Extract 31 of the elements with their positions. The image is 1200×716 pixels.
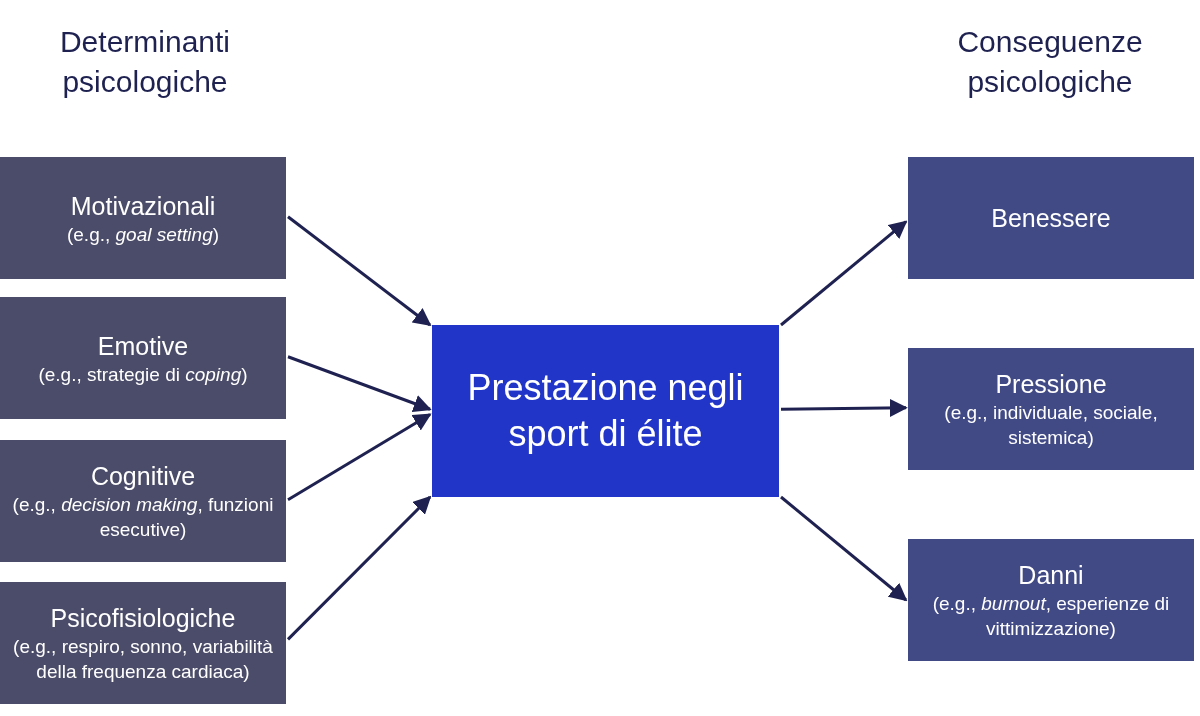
arrow — [287, 355, 432, 413]
arrow — [780, 399, 908, 417]
category-box — [0, 440, 286, 562]
column-heading: Conseguenze psicologiche — [956, 24, 1144, 100]
category-box — [908, 157, 1194, 279]
category-box — [0, 582, 286, 704]
box-title: Danni — [1018, 560, 1084, 591]
category-box — [0, 297, 286, 419]
box-description: (e.g., individuale, sociale, sistemica) — [943, 401, 1159, 450]
arrow — [780, 495, 908, 602]
category-box — [0, 157, 286, 279]
column-heading: Determinanti psicologiche — [58, 24, 232, 100]
arrow — [286, 495, 432, 641]
arrow — [287, 215, 432, 327]
arrow — [780, 220, 908, 327]
box-title: Cognitive — [90, 461, 196, 492]
box-title: Emotive — [97, 330, 189, 362]
box-description: (e.g., respiro, sonno, variabilità della frequenza cardiaca) — [12, 635, 274, 684]
box-description: (e.g., burnout, esperienze di vittimizzazione) — [931, 592, 1171, 641]
box-title: Pressione — [995, 369, 1107, 400]
category-box — [908, 348, 1194, 470]
box-title: Motivazionali — [70, 190, 216, 222]
box-description: (e.g., strategie di coping) — [38, 362, 248, 387]
box-title: Psicofisiologiche — [50, 603, 236, 634]
box-description: (e.g., goal setting) — [66, 222, 220, 247]
arrow — [287, 413, 432, 502]
box-title: Benessere — [991, 203, 1111, 234]
box-title: Prestazione negli sport di élite — [466, 366, 745, 456]
central-box — [432, 325, 779, 497]
category-box — [908, 539, 1194, 661]
box-description: (e.g., decision making, funzioni esecutive) — [12, 493, 274, 542]
